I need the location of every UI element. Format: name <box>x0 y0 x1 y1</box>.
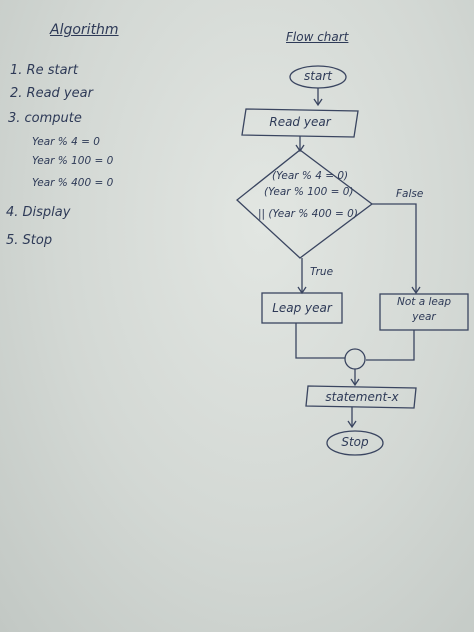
decision-line-1: (Year % 4 = 0) <box>272 170 349 182</box>
statement-label: statement-x <box>325 390 399 404</box>
merge-left <box>295 323 345 359</box>
true-label: True <box>310 266 334 278</box>
algorithm-step-2: 2. Read year <box>10 86 93 101</box>
statement-box <box>305 385 417 409</box>
algorithm-step-3: 3. compute <box>8 111 82 126</box>
arrow-false-branch <box>372 203 417 292</box>
not-leap-box <box>379 293 469 331</box>
not-leap-label-2: year <box>412 311 436 323</box>
not-leap-label-1: Not a leap <box>397 296 451 308</box>
read-box <box>241 108 359 138</box>
algorithm-step-5: 5. Stop <box>6 233 53 248</box>
leap-year-label: Leap year <box>272 301 332 315</box>
stop-terminal <box>326 430 384 456</box>
stop-label: Stop <box>341 435 369 449</box>
algorithm-step-4: 4. Display <box>6 205 71 220</box>
connector-circle <box>344 348 366 370</box>
algorithm-condition-1: Year % 4 = 0 <box>32 136 100 148</box>
decision-diamond <box>236 149 374 259</box>
decision-line-2: (Year % 100 = 0) <box>264 186 354 198</box>
flowchart-title: Flow chart <box>286 30 349 44</box>
algorithm-condition-2: Year % 100 = 0 <box>32 155 114 167</box>
start-label: start <box>304 69 332 83</box>
read-label: Read year <box>269 115 331 129</box>
leap-year-box <box>261 292 343 324</box>
merge-right <box>366 330 415 361</box>
false-label: False <box>396 188 424 200</box>
algorithm-step-1: 1. Re start <box>10 63 78 78</box>
algorithm-title: Algorithm <box>50 22 119 38</box>
algorithm-condition-3: Year % 400 = 0 <box>32 177 114 189</box>
decision-line-3: || (Year % 400 = 0) <box>258 208 358 220</box>
